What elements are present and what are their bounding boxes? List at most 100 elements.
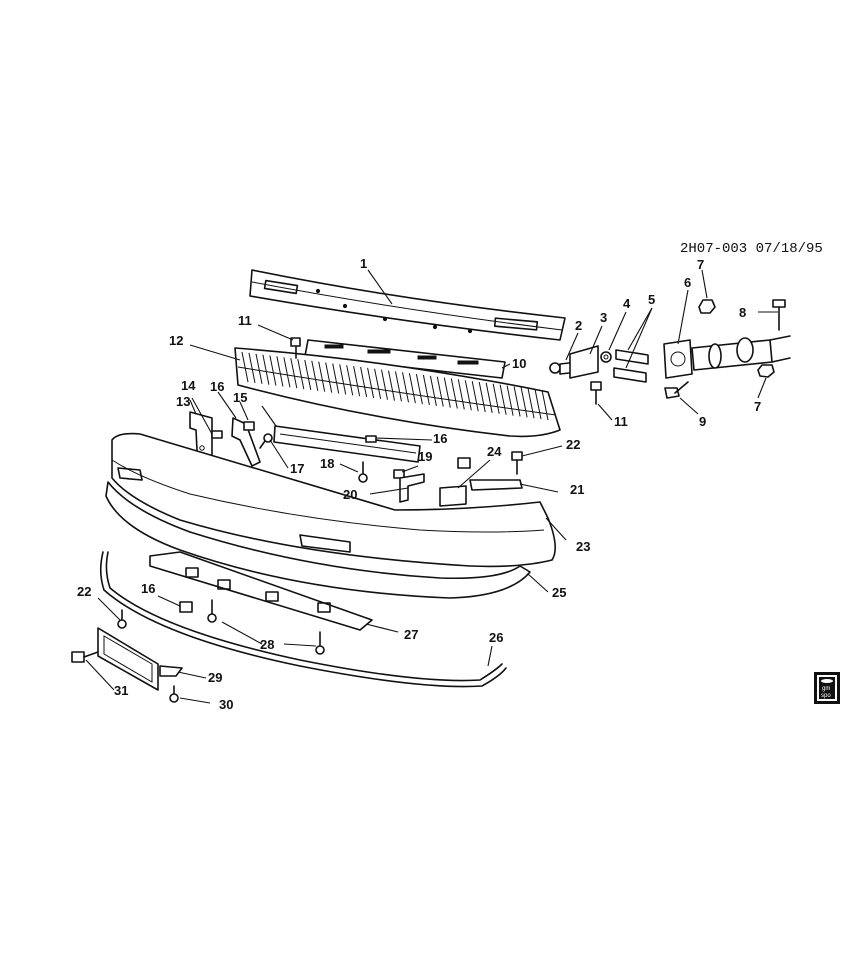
callout-28: 28 (260, 637, 274, 652)
callout-11-upper: 11 (238, 313, 252, 328)
callout-25: 25 (552, 585, 566, 600)
gm-spo-logo: gm spo (814, 672, 840, 704)
bolt-9 (664, 381, 689, 399)
bolt-11-lower (590, 381, 602, 405)
bolt-22-lower (117, 609, 127, 629)
callout-7-upper: 7 (697, 257, 704, 272)
washer (600, 351, 612, 363)
callout-2: 2 (575, 318, 582, 333)
callout-24: 24 (487, 444, 502, 459)
absorber-rib (395, 371, 402, 402)
absorber-rib (422, 374, 430, 406)
absorber-rib (381, 369, 388, 400)
callout-29: 29 (208, 670, 222, 685)
callout-8: 8 (739, 305, 746, 320)
callout-27: 27 (404, 627, 418, 642)
absorber-rib (527, 388, 535, 419)
shims (613, 349, 649, 383)
lower-trim (105, 481, 531, 599)
bolt-13 (211, 430, 223, 439)
support-21 (469, 479, 523, 491)
callout-14: 14 (181, 378, 196, 393)
absorber-rib (325, 362, 333, 393)
absorber-rib (450, 378, 458, 409)
absorber-rib (513, 386, 521, 417)
callout-15: 15 (233, 390, 247, 405)
absorber-rib (429, 375, 437, 406)
absorber-rib (297, 359, 305, 390)
absorber-rib (485, 382, 493, 413)
callout-5: 5 (648, 292, 655, 307)
clip-16-middle (365, 435, 377, 443)
bolt-30 (169, 685, 179, 703)
absorber-rib (255, 353, 263, 384)
leader-lines (85, 269, 778, 704)
absorber-rib (283, 357, 291, 388)
absorber-rib (464, 380, 472, 411)
license-bracket (97, 627, 159, 691)
absorber-rib (332, 363, 340, 394)
bracket-24 (439, 485, 467, 507)
impact-bar (249, 269, 566, 341)
absorber-rib (436, 376, 444, 407)
absorber-rib (388, 370, 395, 401)
callout-4: 4 (623, 296, 631, 311)
callout-20: 20 (343, 487, 357, 502)
absorber-rib (367, 367, 375, 398)
clip-16-lower (179, 601, 193, 613)
callout-31: 31 (114, 683, 128, 698)
nut-16-right (457, 457, 471, 469)
absorber-rib (346, 365, 354, 396)
lower-grille-strip (273, 425, 421, 463)
absorber-rib (541, 389, 549, 421)
screw-28-b (315, 631, 325, 655)
absorber-rib (402, 372, 409, 403)
absorber-unit (663, 335, 791, 379)
nut-7-lower (757, 364, 775, 378)
bumper-fascia (111, 432, 556, 568)
absorber-rib (443, 377, 451, 408)
callout-19: 19 (418, 449, 432, 464)
absorber-rib (339, 364, 347, 395)
callout-6: 6 (684, 275, 691, 290)
absorber-rib (318, 361, 326, 392)
under-panel (149, 551, 373, 631)
absorber-rib (262, 354, 270, 385)
bolt-11-upper (290, 337, 301, 359)
callout-23: 23 (576, 539, 590, 554)
callout-18: 18 (320, 456, 334, 471)
absorber-rib (304, 359, 312, 391)
logo-line-1: gm (822, 686, 830, 692)
absorber-rib (457, 379, 465, 410)
screw-18 (358, 461, 368, 483)
bolt-31 (71, 651, 99, 663)
callout-17: 17 (290, 461, 304, 476)
bracket-20 (399, 473, 425, 503)
callout-7-lower: 7 (754, 399, 761, 414)
bolt-22-upper (511, 451, 523, 475)
absorber-rib (478, 381, 486, 413)
callout-1: 1 (360, 256, 367, 271)
callout-22-upper: 22 (566, 437, 580, 452)
absorber-rib (248, 352, 256, 383)
absorber-rib (408, 373, 416, 404)
mounting-plate (569, 345, 599, 379)
callout-22-lower: 22 (77, 584, 91, 599)
absorber-rib (534, 389, 542, 420)
screw-28-a (207, 599, 217, 623)
absorber-rib (290, 358, 298, 389)
nut-16-left (243, 421, 255, 431)
callout-16-left: 16 (210, 379, 224, 394)
callout-12: 12 (169, 333, 183, 348)
absorber-rib (415, 374, 423, 405)
callout-26: 26 (489, 630, 503, 645)
logo-line-2: spo (821, 693, 831, 699)
edge-strip (99, 551, 507, 688)
drawing-code: 2H07-003 07/18/95 (680, 241, 823, 257)
callout-3: 3 (600, 310, 607, 325)
callout-21: 21 (570, 482, 584, 497)
absorber-rib (471, 381, 479, 412)
callout-16-middle: 16 (433, 431, 447, 446)
bolt-8 (772, 299, 786, 331)
